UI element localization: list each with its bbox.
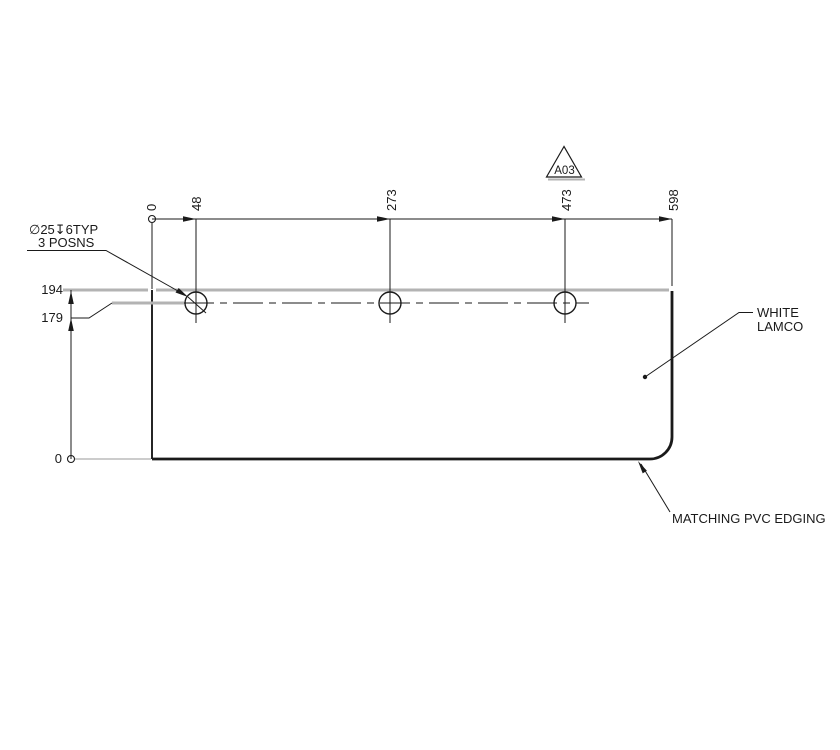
horizontal-extension-lines	[151, 219, 673, 323]
dim-label-v0: 0	[55, 451, 62, 466]
arrowhead-273	[377, 216, 390, 222]
dim-label-273: 273	[384, 189, 399, 211]
hole-note-line2: 3 POSNS	[38, 235, 95, 250]
hole-note-leader	[27, 250, 187, 296]
arrowhead-473	[552, 216, 565, 222]
hole-note-arrowhead	[175, 288, 188, 297]
panel-bottom-right-edge	[152, 291, 674, 461]
jog-leader-179	[71, 302, 113, 319]
horizontal-dimension-labels: 0 48 273 473 598	[144, 189, 681, 211]
hole-note-line1: ∅25↧6TYP	[29, 222, 98, 237]
hole-note-leader-tail	[187, 296, 207, 314]
arrowhead-194	[68, 291, 74, 304]
material-label-line2: LAMCO	[757, 319, 803, 334]
material-leader-dot	[642, 374, 648, 380]
dim-label-598: 598	[666, 189, 681, 211]
horizontal-origin-marker	[147, 214, 157, 224]
edging-leader-arrowhead	[638, 461, 647, 474]
dim-label-179: 179	[41, 310, 63, 325]
arrowhead-48	[183, 216, 196, 222]
vertical-origin-marker	[66, 454, 76, 464]
vertical-dimension-labels: 194 179 0	[41, 282, 63, 466]
dim-label-473: 473	[559, 189, 574, 211]
dim-label-48: 48	[189, 197, 204, 211]
revision-triangle-icon	[545, 145, 583, 178]
dim-label-194: 194	[41, 282, 63, 297]
material-label-line1: WHITE	[757, 305, 799, 320]
edging-label: MATCHING PVC EDGING	[672, 511, 826, 526]
arrowhead-598	[659, 216, 672, 222]
arrowhead-179	[68, 318, 74, 331]
material-leader	[644, 312, 753, 378]
revision-label: A03	[554, 165, 574, 177]
edging-leader	[640, 463, 671, 513]
horizontal-dimension-arrows	[183, 216, 672, 222]
dim-label-0: 0	[144, 204, 159, 211]
